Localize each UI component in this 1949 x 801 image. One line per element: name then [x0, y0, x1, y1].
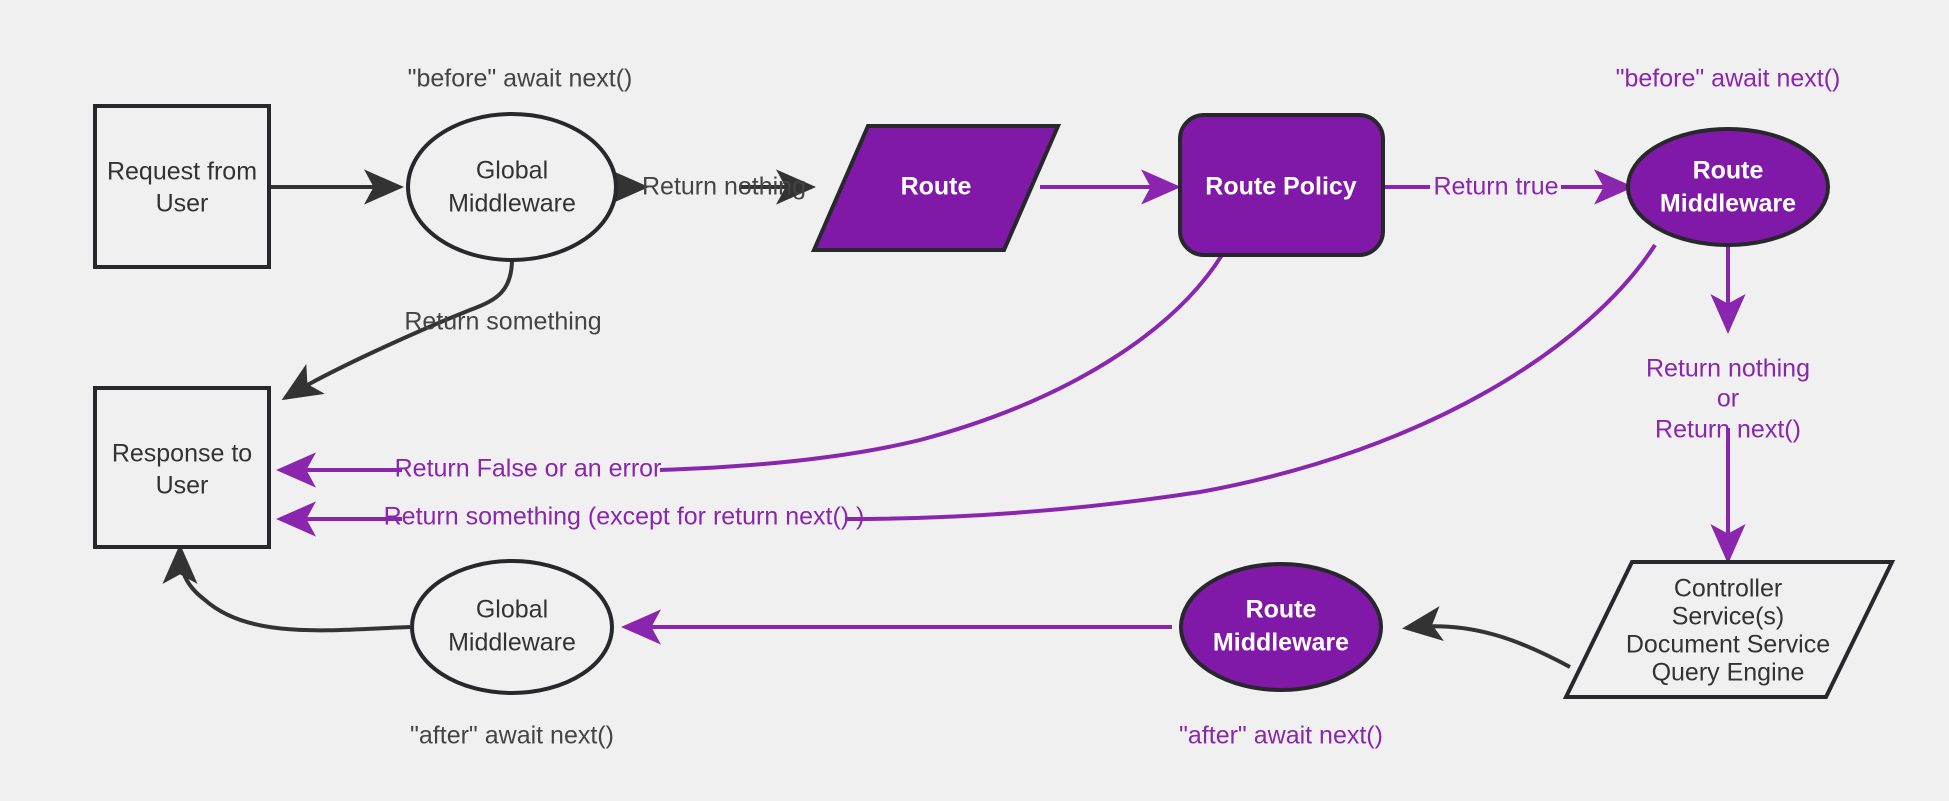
- global-middleware-after-label-line2: Middleware: [448, 629, 576, 657]
- route-middleware-before-label-line2: Middleware: [1660, 190, 1796, 218]
- node-global-middleware-after[interactable]: Global Middleware: [410, 559, 614, 695]
- request-from-user-label-line2: User: [156, 190, 209, 218]
- route-middleware-after-label-line2: Middleware: [1213, 629, 1349, 657]
- annotation-before-await-next-global: "before" await next(): [408, 65, 633, 93]
- route-policy-label: Route Policy: [1205, 173, 1357, 201]
- node-controller-stack[interactable]: Controller Service(s) Document Service Q…: [1562, 560, 1896, 699]
- edge-label-return-something-except-next: Return something (except for return next…: [384, 503, 865, 531]
- controller-stack-label-line2: Service(s): [1672, 603, 1785, 631]
- annotation-after-await-next-route: "after" await next(): [1179, 722, 1383, 750]
- node-response-to-user[interactable]: Response to User: [93, 386, 271, 549]
- node-request-from-user[interactable]: Request from User: [93, 104, 271, 269]
- edge-route-middleware-to-response: [844, 243, 1657, 521]
- global-middleware-after-label-line1: Global: [476, 596, 548, 624]
- route-middleware-before-label-line1: Route: [1693, 157, 1764, 185]
- response-to-user-label-line1: Response to: [112, 440, 252, 468]
- edge-route-policy-to-response: [659, 253, 1224, 472]
- edge-global-middleware-after-to-response: [162, 544, 411, 633]
- edge-label-return-false-or-error: Return False or an error: [395, 455, 662, 483]
- global-middleware-before-label-line1: Global: [476, 157, 548, 185]
- edge-label-return-true: Return true: [1433, 173, 1558, 201]
- controller-stack-label-line3: Document Service: [1626, 631, 1830, 659]
- node-route-policy[interactable]: Route Policy: [1178, 113, 1385, 257]
- route-label: Route: [901, 173, 972, 201]
- node-route-middleware-before[interactable]: Route Middleware: [1626, 127, 1830, 247]
- node-global-middleware-before[interactable]: Global Middleware: [406, 112, 618, 262]
- node-route-middleware-after[interactable]: Route Middleware: [1179, 562, 1383, 692]
- edge-label-return-nothing: Return nothing: [642, 173, 806, 201]
- edge-label-return-nothing-or-next-line3: Return next(): [1655, 416, 1801, 444]
- edge-controller-to-route-middleware-after: [1402, 606, 1571, 669]
- global-middleware-before-label-line2: Middleware: [448, 190, 576, 218]
- controller-stack-label-line1: Controller: [1674, 575, 1782, 603]
- edge-label-return-nothing-or-next-line2: or: [1717, 385, 1739, 413]
- edge-global-middleware-to-response: [281, 258, 514, 401]
- edge-label-return-nothing-or-next-line1: Return nothing: [1646, 355, 1810, 383]
- request-from-user-label-line1: Request from: [107, 158, 257, 186]
- edge-label-return-something-global: Return something: [404, 308, 601, 336]
- response-to-user-label-line2: User: [156, 472, 209, 500]
- annotation-after-await-next-global: "after" await next(): [410, 722, 614, 750]
- route-middleware-after-label-line1: Route: [1246, 596, 1317, 624]
- controller-stack-label-line4: Query Engine: [1652, 659, 1805, 687]
- annotation-before-await-next-route: "before" await next(): [1616, 65, 1841, 93]
- node-route[interactable]: Route: [810, 124, 1062, 252]
